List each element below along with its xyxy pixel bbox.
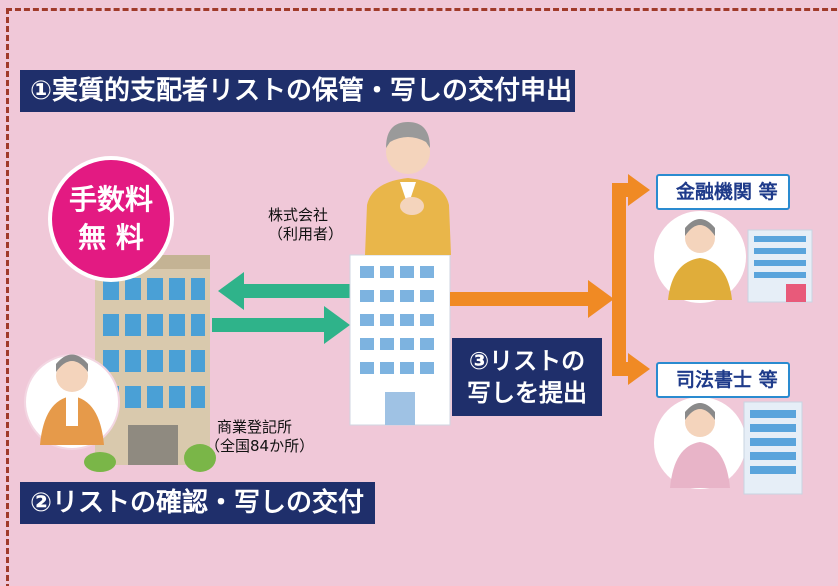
company-label-line2: （利用者） — [268, 225, 344, 243]
company-person — [365, 122, 451, 255]
registry-label-line1: 商業登記所 — [217, 418, 293, 436]
registry-building — [84, 255, 216, 472]
registry-label-line2: （全国84か所） — [205, 437, 315, 455]
step3-banner-line2: 写しを提出 — [467, 379, 587, 407]
clerk-avatar — [24, 354, 120, 450]
recipient-tag-bank: 金融機関 等 — [656, 174, 790, 210]
scrivener-recipient — [654, 397, 803, 495]
step2-banner: ②リストの確認・写しの交付 — [20, 482, 375, 524]
fee-badge: 手数料 無 料 — [52, 160, 170, 278]
submit-arrows — [450, 174, 650, 385]
exchange-arrows — [212, 272, 352, 344]
company-building — [349, 254, 451, 426]
title-banner: ①実質的支配者リストの保管・写しの交付申出 — [20, 70, 575, 112]
fee-badge-line1: 手数料 — [68, 183, 153, 216]
bank-recipient — [654, 211, 813, 303]
company-label: 株式会社 （利用者） — [268, 206, 343, 244]
recipient-tag-scrivener: 司法書士 等 — [656, 362, 790, 398]
fee-badge-line2: 無 料 — [78, 221, 144, 254]
company-label-line1: 株式会社 — [268, 206, 329, 224]
registry-label: 商業登記所 （全国84か所） — [205, 418, 314, 456]
dashed-border — [6, 8, 838, 586]
step3-banner: ③リストの 写しを提出 — [452, 338, 602, 416]
step3-banner-line1: ③リストの — [468, 347, 586, 375]
